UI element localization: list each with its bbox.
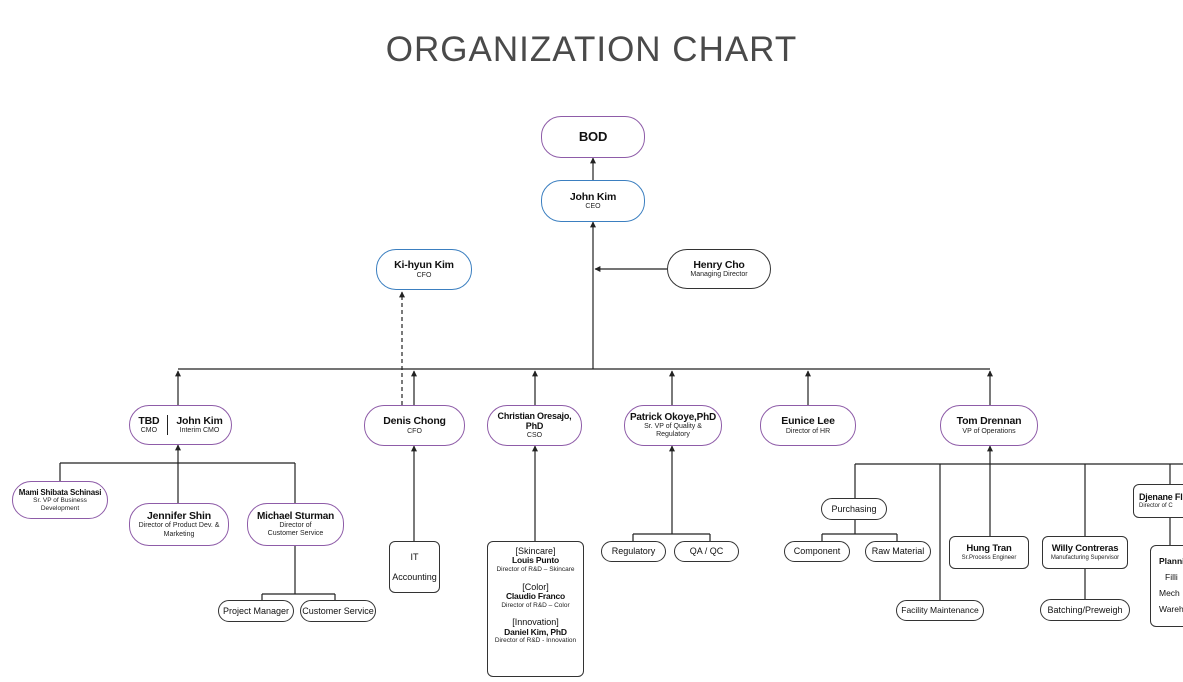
denis-box: Denis Chong CFO xyxy=(364,405,465,446)
customer-service-label: Customer Service xyxy=(302,605,374,616)
mami-name: Mami Shibata Schinasi xyxy=(18,487,102,497)
rnd-box: [Skincare] Louis Punto Director of R&D –… xyxy=(487,541,584,677)
cmo-box: TBD CMO John Kim Interim CMO xyxy=(129,405,232,445)
mami-role: Sr. VP of Business Development xyxy=(33,497,87,512)
cfo-name: Ki-hyun Kim xyxy=(394,259,454,272)
ops-role: VP of Operations xyxy=(962,427,1016,435)
willy-box: Willy Contreras Manufacturing Supervisor xyxy=(1042,536,1128,569)
cso-role: CSO xyxy=(526,431,543,439)
plant-line-2: Filli xyxy=(1165,572,1178,583)
plant-line-3: Mech xyxy=(1159,588,1180,598)
cfo-box: Ki-hyun Kim CFO xyxy=(376,249,472,290)
cmo-interim-name: John Kim xyxy=(176,414,223,427)
patrick-name: Patrick Okoye,PhD xyxy=(629,411,717,423)
bod-label: BOD xyxy=(578,128,608,144)
hr-name: Eunice Lee xyxy=(781,415,835,428)
facility-maintenance-label: Facility Maintenance xyxy=(901,604,979,615)
djenane-box: Djenane Fl Director of C xyxy=(1133,484,1183,518)
cso-box: Christian Oresajo, PhD CSO xyxy=(487,405,582,446)
michael-role: Director of Customer Service xyxy=(267,522,324,538)
customer-service-box: Customer Service xyxy=(300,600,376,622)
raw-material-label: Raw Material xyxy=(871,546,925,557)
qa-qc-box: QA / QC xyxy=(674,541,739,562)
purchasing-box: Purchasing xyxy=(821,498,887,520)
purchasing-label: Purchasing xyxy=(831,503,877,514)
mami-box: Mami Shibata Schinasi Sr. VP of Business… xyxy=(12,481,108,519)
batching-box: Batching/Preweigh xyxy=(1040,599,1130,621)
plant-line-4: Wareh xyxy=(1159,603,1183,614)
ops-box: Tom Drennan VP of Operations xyxy=(940,405,1038,446)
denis-role: CFO xyxy=(407,427,422,435)
hung-box: Hung Tran Sr.Process Engineer xyxy=(949,536,1029,569)
djenane-name: Djenane Fl xyxy=(1139,492,1183,503)
component-box: Component xyxy=(784,541,850,562)
facility-maintenance-box: Facility Maintenance xyxy=(896,600,984,621)
willy-name: Willy Contreras xyxy=(1051,542,1119,554)
rnd-skincare-tag: [Skincare] xyxy=(515,546,556,556)
page-title: ORGANIZATION CHART xyxy=(385,30,798,69)
it-accounting-box: IT Accounting xyxy=(389,541,440,593)
md-role: Managing Director xyxy=(690,271,748,278)
cmo-interim-role: Interim CMO xyxy=(179,427,220,434)
hung-name: Hung Tran xyxy=(966,542,1012,554)
patrick-role: Sr. VP of Quality & Regulatory xyxy=(644,423,702,439)
plant-line-1: Planni xyxy=(1159,556,1183,567)
it-label: IT xyxy=(410,552,419,563)
cfo-role: CFO xyxy=(416,271,432,279)
denis-name: Denis Chong xyxy=(383,415,446,428)
md-name: Henry Cho xyxy=(693,258,745,271)
djenane-role: Director of C xyxy=(1139,502,1173,509)
hr-box: Eunice Lee Director of HR xyxy=(760,405,856,446)
hr-role: Director of HR xyxy=(785,427,831,435)
regulatory-box: Regulatory xyxy=(601,541,666,562)
accounting-label: Accounting xyxy=(392,571,437,582)
michael-name: Michael Sturman xyxy=(256,510,335,522)
cmo-tbd-role: CMO xyxy=(140,427,158,434)
ceo-role: CEO xyxy=(585,203,601,210)
component-label: Component xyxy=(793,546,841,557)
plant-box: Planni Filli Mech Wareh xyxy=(1150,545,1183,627)
jennifer-role: Director of Product Dev. & Marketing xyxy=(138,522,220,538)
rnd-innovation-name: Daniel Kim, PhD xyxy=(504,626,567,637)
rnd-skincare-role: Director of R&D – Skincare xyxy=(496,566,575,574)
jennifer-box: Jennifer Shin Director of Product Dev. &… xyxy=(129,503,229,546)
ops-name: Tom Drennan xyxy=(956,415,1022,428)
jennifer-name: Jennifer Shin xyxy=(147,510,211,523)
hung-role: Sr.Process Engineer xyxy=(961,554,1017,561)
raw-material-box: Raw Material xyxy=(865,541,931,562)
willy-role: Manufacturing Supervisor xyxy=(1050,554,1120,561)
project-manager-label: Project Manager xyxy=(222,605,290,616)
qa-qc-label: QA / QC xyxy=(689,546,724,557)
rnd-color-role: Director of R&D – Color xyxy=(501,601,570,609)
michael-box: Michael Sturman Director of Customer Ser… xyxy=(247,503,344,546)
ceo-name: John Kim xyxy=(569,190,617,203)
rnd-color-tag: [Color] xyxy=(522,581,549,592)
ceo-box: John Kim CEO xyxy=(541,180,645,222)
regulatory-label: Regulatory xyxy=(611,546,656,557)
managing-director-box: Henry Cho Managing Director xyxy=(667,249,771,289)
patrick-box: Patrick Okoye,PhD Sr. VP of Quality & Re… xyxy=(624,405,722,446)
rnd-innovation-tag: [Innovation] xyxy=(512,617,559,628)
rnd-innovation-role: Director of R&D - Innovation xyxy=(494,637,577,645)
bod-box: BOD xyxy=(541,116,645,158)
batching-label: Batching/Preweigh xyxy=(1047,604,1123,615)
project-manager-box: Project Manager xyxy=(218,600,294,622)
cmo-tbd-name: TBD xyxy=(138,414,160,427)
rnd-color-name: Claudio Franco xyxy=(505,590,566,601)
cso-name: Christian Oresajo, PhD xyxy=(497,411,572,432)
rnd-skincare-name: Louis Punto xyxy=(512,555,559,566)
